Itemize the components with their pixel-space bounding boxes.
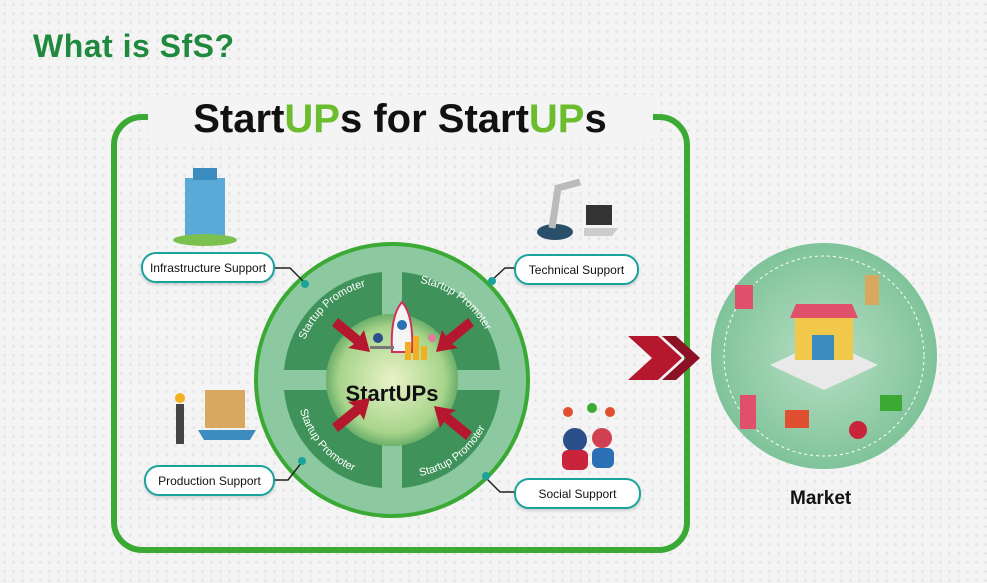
technical-support-label: Technical Support [514,254,639,285]
building-icon [173,168,237,246]
robot-arm-icon [537,178,618,240]
social-people-icon [562,403,615,470]
startup-circle: Startup Promoter Startup Promoter Startu… [254,242,530,518]
page-title: What is SfS? [33,28,235,64]
warehouse-worker-icon [175,390,256,444]
rocket-icon [370,300,436,360]
to-market-arrow [628,336,700,380]
infrastructure-support-label: Infrastructure Support [141,252,275,283]
social-support-label: Social Support [514,478,641,509]
banner-title: StartUPs for StartUPs [193,97,606,141]
production-support-label: Production Support [144,465,275,496]
market-circle [711,243,937,469]
market-label: Market [790,488,852,509]
promoter-arrows [332,318,474,440]
